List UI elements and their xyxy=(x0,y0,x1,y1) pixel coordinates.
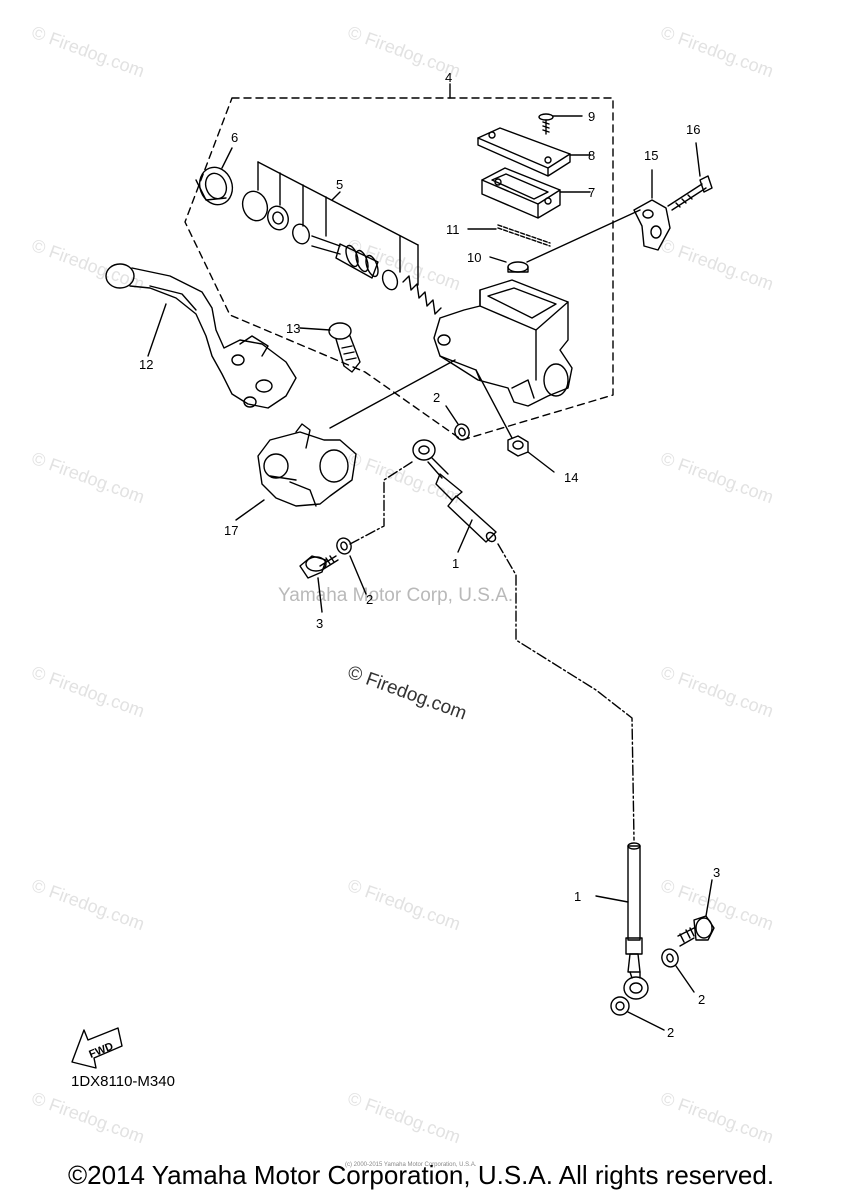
caliper xyxy=(235,423,357,521)
callout-11: 11 xyxy=(446,222,460,237)
callout-13: 13 xyxy=(286,321,300,336)
circlip xyxy=(241,190,269,222)
bolt-3-upper xyxy=(299,555,339,613)
bolt-3-lower xyxy=(677,879,715,947)
master-cylinder-body xyxy=(433,279,573,407)
washer-2-bottom xyxy=(610,996,665,1031)
piston xyxy=(311,235,379,279)
routing-line xyxy=(497,543,635,841)
callout-5: 5 xyxy=(336,177,343,192)
fwd-arrow-icon xyxy=(71,1027,123,1069)
float xyxy=(489,256,529,273)
callout-3-lower: 3 xyxy=(713,865,720,880)
diaphragm xyxy=(467,224,551,247)
dust-boot xyxy=(195,147,234,206)
callout-15: 15 xyxy=(644,148,658,163)
lever xyxy=(105,263,297,409)
callout-2-mid: 2 xyxy=(366,592,373,607)
callout-7: 7 xyxy=(588,185,595,200)
washer-2-top xyxy=(445,405,470,441)
pivot-bolt xyxy=(299,322,361,373)
callout-2-top: 2 xyxy=(433,390,440,405)
screw-9 xyxy=(538,113,583,135)
callout-16: 16 xyxy=(686,122,700,137)
washer xyxy=(267,205,289,231)
callout-2-right: 2 xyxy=(698,992,705,1007)
tiny-copyright: (c) 2000-2015 Yamaha Motor Corporation, … xyxy=(345,1162,477,1168)
callout-9: 9 xyxy=(588,109,595,124)
footer-copyright: ©2014 Yamaha Motor Corporation, U.S.A. A… xyxy=(67,1160,775,1190)
part-code: 1DX8110-M340 xyxy=(71,1073,175,1090)
callout-2-bottom: 2 xyxy=(667,1025,674,1040)
callout-10: 10 xyxy=(467,250,481,265)
washer-2-mid xyxy=(336,537,367,595)
diaphragm-holder xyxy=(481,167,591,219)
nut-14 xyxy=(475,369,555,473)
banjo-lower xyxy=(623,971,649,1000)
washer-2-right xyxy=(661,948,695,993)
cup-seal xyxy=(292,223,310,245)
spring xyxy=(402,275,442,315)
bracket-15 xyxy=(633,169,671,251)
bolt-routing xyxy=(349,461,413,545)
assembly-boundary xyxy=(184,97,614,441)
callout-12: 12 xyxy=(139,357,153,372)
company-watermark: Yamaha Motor Corp, U.S.A. xyxy=(278,585,514,606)
seal xyxy=(381,269,399,291)
callout-3-upper: 3 xyxy=(316,616,323,631)
callout-8: 8 xyxy=(588,148,595,163)
hose-upper xyxy=(412,439,497,553)
callout-14: 14 xyxy=(564,470,578,485)
callout-4: 4 xyxy=(445,70,452,85)
bolt-16 xyxy=(667,142,713,211)
callout-17: 17 xyxy=(224,523,238,538)
callout-6: 6 xyxy=(231,130,238,145)
callout-1-upper: 1 xyxy=(452,556,459,571)
fwd-label: FWD xyxy=(87,1040,115,1061)
bracket-5 xyxy=(257,161,419,246)
reservoir-cover xyxy=(477,127,591,177)
hose-lower xyxy=(595,842,643,973)
callout-1-lower: 1 xyxy=(574,889,581,904)
